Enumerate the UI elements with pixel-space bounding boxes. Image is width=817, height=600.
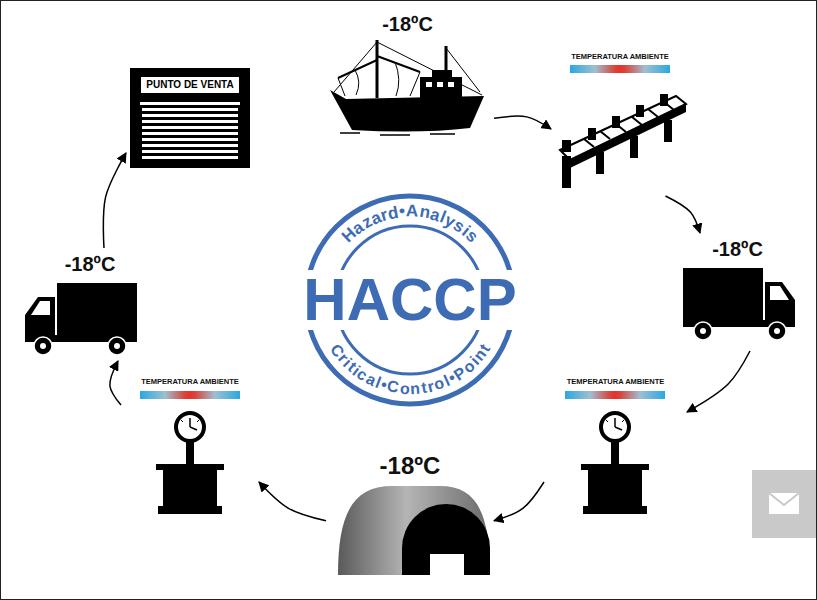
temperature-bar — [140, 391, 240, 399]
scale-left — [156, 413, 224, 514]
truck-station: -18ºC — [20, 252, 160, 357]
mail-button — [752, 470, 816, 538]
flow-arrow — [687, 351, 750, 412]
scale-right — [581, 413, 649, 514]
temperature-label: -18ºC — [325, 12, 490, 36]
flow-arrow — [103, 153, 126, 248]
dock-station: TEMPERATURA AMBIENTE — [555, 52, 685, 192]
flow-arrow — [494, 482, 544, 521]
store-sign: PUNTO DE VENTA — [139, 75, 240, 95]
scale-station: TEMPERATURA AMBIENTE — [548, 377, 683, 517]
dock — [560, 65, 686, 188]
ambient-label: TEMPERATURA AMBIENTE — [125, 377, 255, 386]
tunnel-station: -18ºC — [330, 452, 490, 577]
stamp-arc-text: Critical•Control•Point — [300, 190, 520, 410]
store-station: PUNTO DE VENTA — [130, 68, 250, 168]
stamp-title: HACCP — [298, 270, 521, 330]
haccp-stamp: Hazard•AnalysisHACCPCritical•Control•Poi… — [300, 190, 520, 410]
fishing-boat — [330, 40, 484, 135]
temperature-label: -18ºC — [675, 237, 800, 261]
truck-right — [683, 268, 795, 340]
truck-station: -18ºC — [675, 237, 800, 347]
flow-arrow — [494, 116, 551, 129]
cold-tunnel — [338, 486, 490, 575]
scale-station: TEMPERATURA AMBIENTE — [125, 377, 255, 517]
temperature-bar — [565, 391, 665, 399]
store-building — [130, 68, 250, 168]
flow-arrow — [666, 196, 701, 233]
temperature-label: -18ºC — [20, 252, 160, 276]
truck-left — [25, 283, 137, 355]
flow-arrow — [259, 482, 326, 521]
temperature-label: -18ºC — [330, 452, 490, 481]
flow-arrow — [110, 361, 121, 405]
ship-station: -18ºC — [325, 12, 490, 137]
ambient-label: TEMPERATURA AMBIENTE — [548, 377, 683, 386]
ambient-label: TEMPERATURA AMBIENTE — [555, 52, 685, 61]
